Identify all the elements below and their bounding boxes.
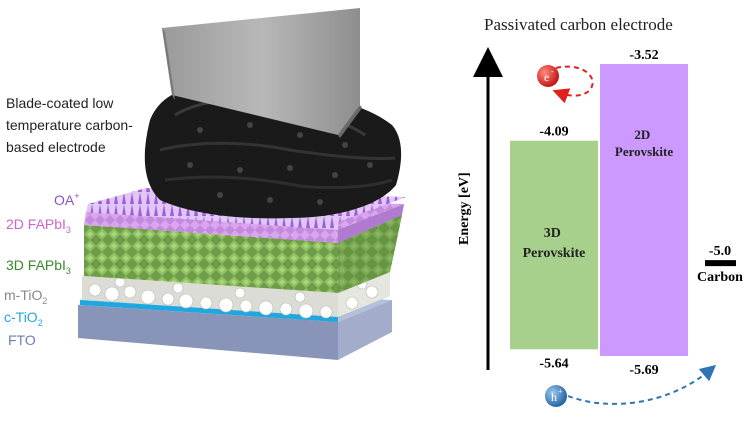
- svg-text:e: e: [544, 70, 549, 84]
- hole-transfer-arrow: [567, 364, 717, 405]
- electron-transfer-arrow: [552, 65, 594, 104]
- electrode-description-line-1: Blade-coated low: [6, 95, 114, 111]
- energy-level-diagram: Passivated carbon electrode Energy [eV] …: [457, 15, 743, 407]
- band-perovskite-2d: [600, 64, 688, 356]
- diagram-title: Passivated carbon electrode: [484, 15, 673, 34]
- energy-axis-label: Energy [eV]: [457, 172, 472, 245]
- band-perovskite-3d-label: 3D Perovskite: [523, 226, 586, 261]
- hole-marker: h +: [545, 385, 567, 407]
- cb-3d-value: -4.09: [539, 125, 568, 140]
- carbon-level-label: Carbon: [697, 270, 743, 285]
- electrode-description-label: Blade-coated low temperature carbon- bas…: [6, 95, 137, 155]
- vb-2d-value: -5.69: [629, 363, 658, 378]
- carbon-level-value: -5.0: [709, 244, 731, 259]
- fapbi-3d-label: 3D FAPbI3: [6, 257, 71, 276]
- svg-text:-: -: [551, 67, 554, 76]
- band-perovskite-2d-label: 2D Perovskite: [615, 127, 673, 159]
- vb-3d-value: -5.64: [539, 356, 568, 371]
- svg-text:h: h: [551, 390, 557, 404]
- c-tio2-label: c-TiO2: [4, 309, 43, 328]
- electron-marker: e -: [537, 65, 559, 87]
- cb-2d-value: -3.52: [629, 48, 658, 63]
- electrode-description-line-3: based electrode: [6, 139, 106, 155]
- fapbi-2d-label: 2D FAPbI3: [6, 216, 71, 235]
- device-stack-illustration: Blade-coated low temperature carbon- bas…: [4, 8, 406, 360]
- fto-label: FTO: [8, 332, 36, 348]
- coating-blade: [162, 8, 362, 138]
- band-perovskite-3d: [510, 140, 598, 350]
- oa-label: OA+: [54, 191, 80, 208]
- svg-text:+: +: [558, 387, 563, 396]
- m-tio2-label: m-TiO2: [4, 287, 47, 306]
- electrode-description-line-2: temperature carbon-: [6, 117, 133, 133]
